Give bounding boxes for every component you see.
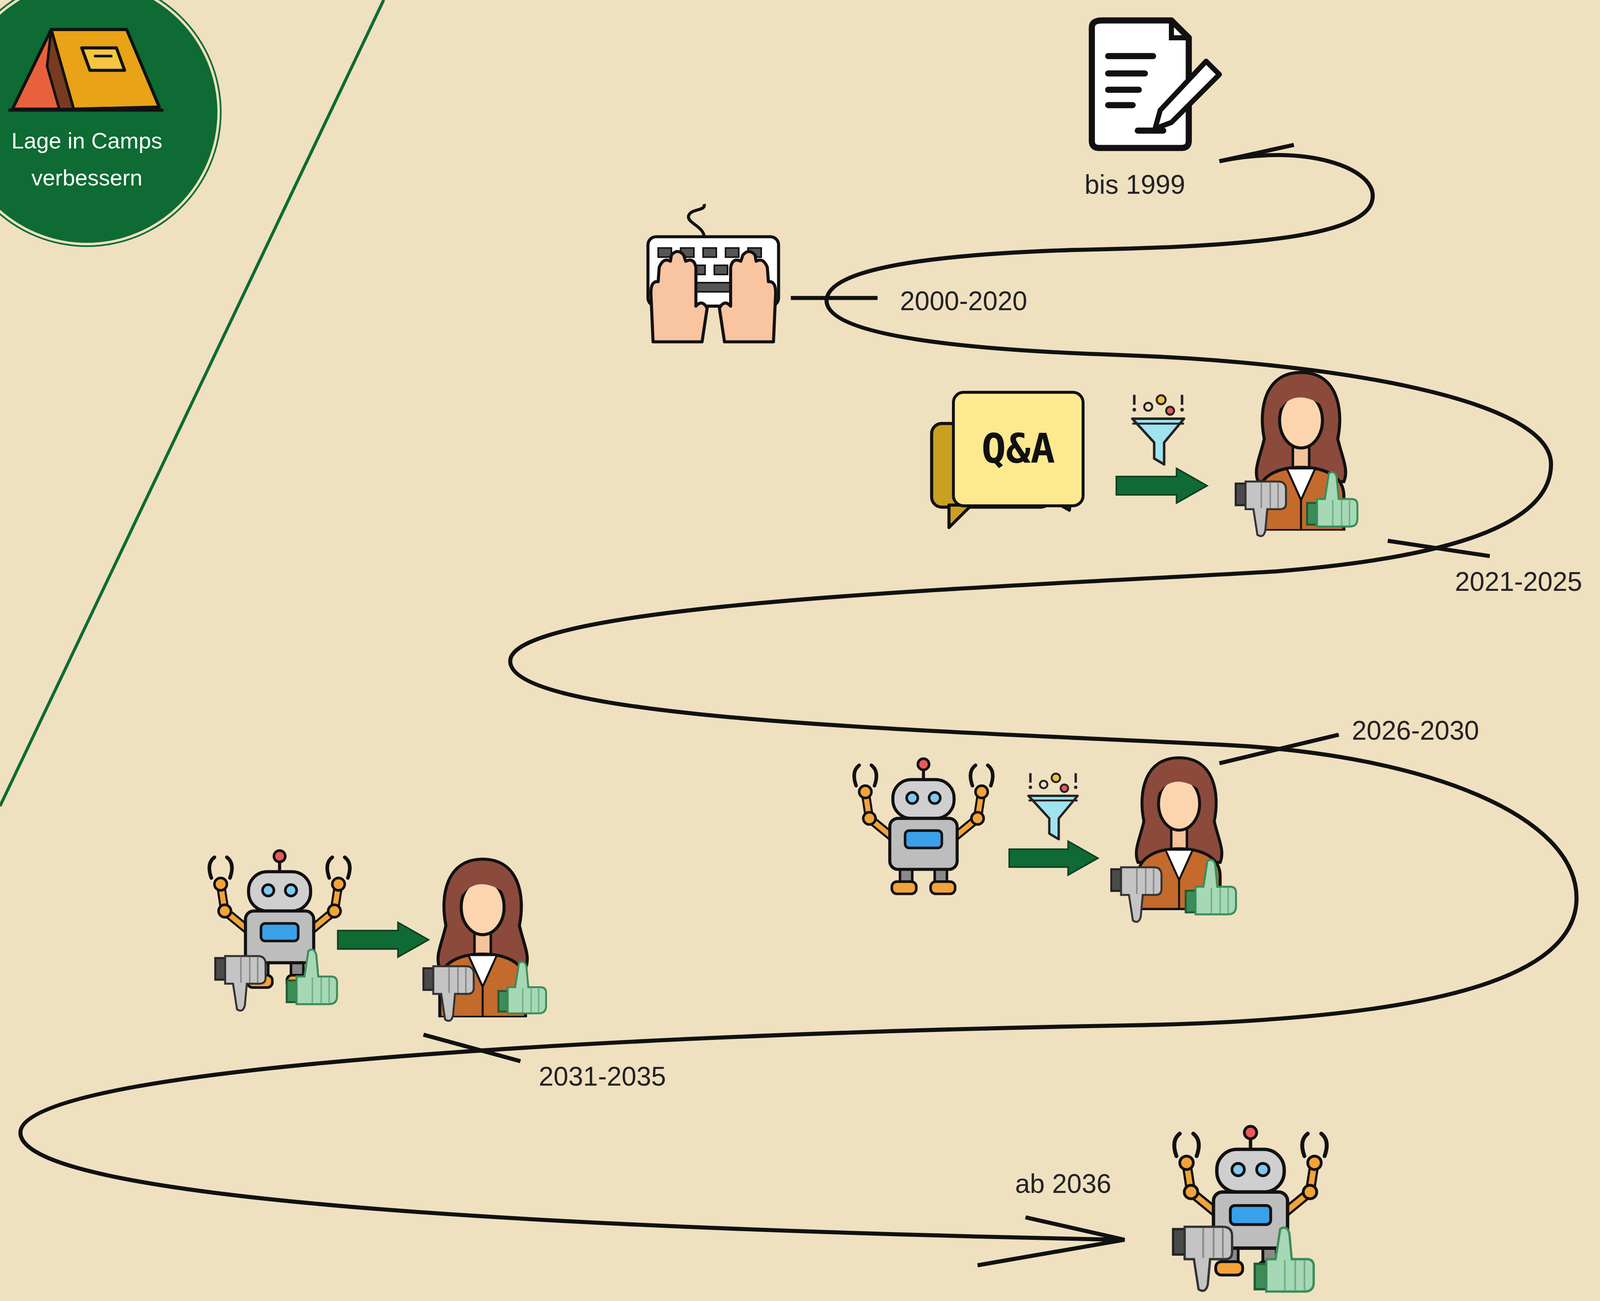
tent-icon bbox=[8, 25, 164, 113]
timeline-label: ab 2036 bbox=[1012, 1167, 1114, 1200]
document-icon bbox=[1092, 20, 1220, 148]
keyboard-icon bbox=[648, 204, 779, 342]
timeline-label: 2031-2035 bbox=[536, 1060, 669, 1093]
goal-circle: Lage in Camps verbessern bbox=[0, 0, 218, 243]
node-text: Lage in Camps verbessern bbox=[0, 122, 175, 197]
qa-speech-bubble: Q&A bbox=[951, 390, 1085, 508]
timeline-label: 2026-2030 bbox=[1349, 714, 1482, 747]
timeline-label: 2021-2025 bbox=[1452, 565, 1585, 598]
timeline-label: 2000-2020 bbox=[897, 285, 1030, 318]
timeline-label: bis 1999 bbox=[1082, 168, 1188, 201]
node-text: Q&A bbox=[981, 426, 1056, 472]
